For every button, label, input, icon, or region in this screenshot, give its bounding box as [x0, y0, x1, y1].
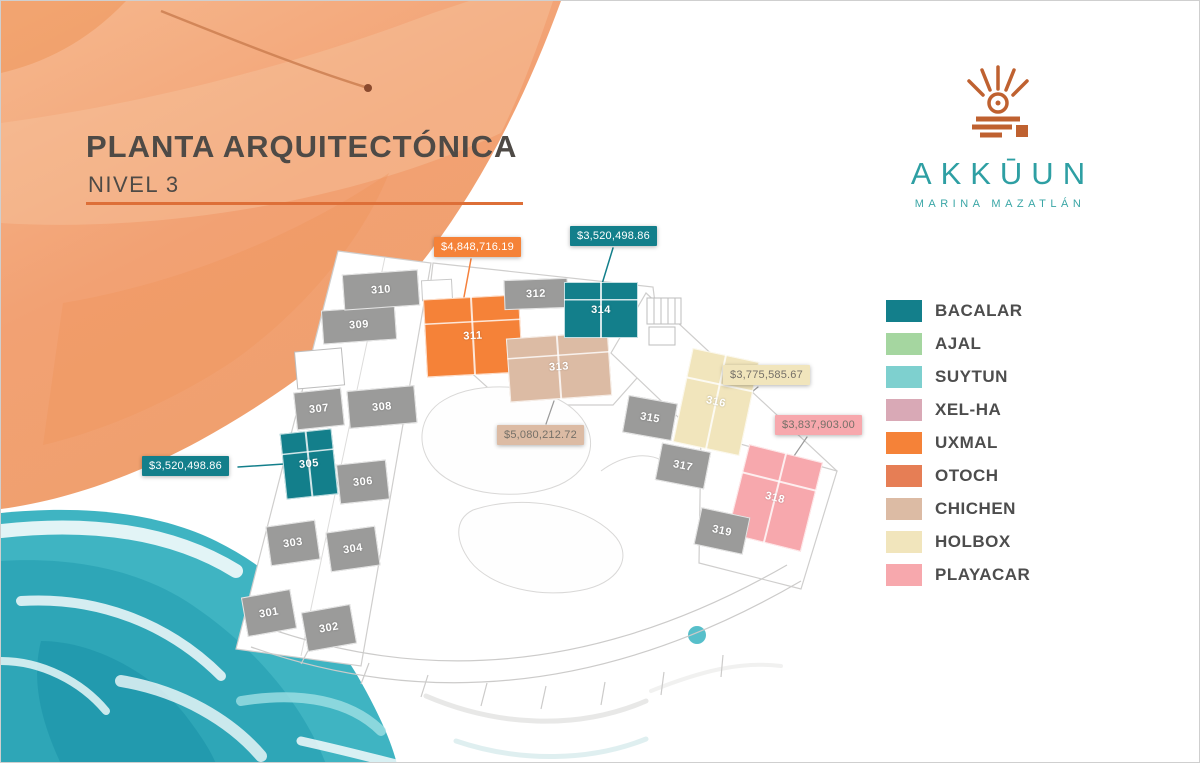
- unit-number: 313: [548, 360, 570, 374]
- legend-label: PLAYACAR: [935, 565, 1031, 584]
- legend-item-holbox: HOLBOX: [886, 531, 1030, 553]
- unit-308: 308: [346, 385, 418, 429]
- legend-item-uxmal: UXMAL: [886, 432, 1030, 454]
- price-tag-unit-305: $3,520,498.86: [142, 456, 229, 476]
- unit-304: 304: [325, 525, 381, 573]
- unit-number: 319: [711, 523, 733, 539]
- price-tag-unit-314: $3,520,498.86: [570, 226, 657, 246]
- unit-303: 303: [265, 519, 321, 567]
- unit-310: 310: [341, 269, 421, 311]
- legend-label: OTOCH: [935, 466, 999, 485]
- brand-tagline: MARINA MAZATLÁN: [914, 198, 1086, 210]
- unit-306: 306: [336, 459, 390, 505]
- legend-label: BACALAR: [935, 301, 1023, 320]
- brand-logo: AKKŪUN MARINA MAZATLÁN: [863, 59, 1133, 210]
- legend-label: SUYTUN: [935, 367, 1008, 386]
- unit-305: 305: [279, 428, 339, 500]
- legend-item-suytun: SUYTUN: [886, 366, 1030, 388]
- legend-label: CHICHEN: [935, 499, 1016, 518]
- unit-312: 312: [503, 277, 569, 311]
- price-tag-unit-318: $3,837,903.00: [775, 415, 862, 435]
- brand-name: AKKŪUN: [910, 156, 1095, 191]
- unit-number: 310: [370, 283, 392, 297]
- color-swatch: [886, 531, 922, 553]
- legend-item-chichen: CHICHEN: [886, 498, 1030, 520]
- color-swatch: [886, 300, 922, 322]
- unit-309: 309: [320, 305, 398, 345]
- unit-number: 317: [672, 458, 694, 474]
- unit-number: 318: [763, 489, 787, 507]
- legend-label: XEL-HA: [935, 400, 1002, 419]
- unit-number: 301: [258, 605, 280, 621]
- color-swatch: [886, 399, 922, 421]
- legend-item-otoch: OTOCH: [886, 465, 1030, 487]
- legend-label: UXMAL: [935, 433, 998, 452]
- unit-number: 314: [591, 304, 611, 316]
- unit-number: 315: [639, 410, 661, 426]
- unit-302: 302: [300, 603, 358, 653]
- unit-number: 306: [352, 474, 374, 490]
- unit-314: 314: [564, 282, 638, 338]
- akkuun-logo-icon: [962, 59, 1034, 148]
- legend-item-bacalar: BACALAR: [886, 300, 1030, 322]
- color-swatch: [886, 333, 922, 355]
- legend-label: HOLBOX: [935, 532, 1011, 551]
- price-tag-unit-313: $5,080,212.72: [497, 425, 584, 445]
- unit-number: 304: [342, 541, 364, 557]
- legend-item-ajal: AJAL: [886, 333, 1030, 355]
- title-underline: [86, 202, 523, 205]
- unit-number: 316: [705, 394, 727, 410]
- unit-307: 307: [293, 387, 345, 431]
- unit-number: 308: [371, 400, 393, 414]
- unit-number: 309: [348, 318, 370, 332]
- color-swatch: [886, 366, 922, 388]
- unit-type-legend: BACALAR AJAL SUYTUN XEL-HA UXMAL OTOCH C…: [886, 300, 1030, 597]
- legend-label: AJAL: [935, 334, 982, 353]
- stair-core-icon: [646, 297, 682, 346]
- price-tag-unit-316: $3,775,585.67: [723, 365, 810, 385]
- page-header: PLANTA ARQUITECTÓNICA NIVEL 3: [86, 129, 517, 198]
- color-swatch: [886, 498, 922, 520]
- unit-number: 307: [308, 401, 330, 417]
- color-swatch: [886, 432, 922, 454]
- legend-item-xel-ha: XEL-HA: [886, 399, 1030, 421]
- unit-301: 301: [240, 588, 298, 638]
- unit-number: 305: [298, 456, 320, 472]
- price-tag-unit-311: $4,848,716.19: [434, 237, 521, 257]
- page-title: PLANTA ARQUITECTÓNICA: [86, 129, 518, 164]
- unit-313: 313: [505, 331, 613, 403]
- unit-number: 312: [525, 287, 547, 301]
- unit-number: 311: [463, 329, 483, 343]
- unit-number: 303: [282, 535, 304, 551]
- page-subtitle: NIVEL 3: [88, 172, 180, 197]
- color-swatch: [886, 564, 922, 586]
- legend-item-playacar: PLAYACAR: [886, 564, 1030, 586]
- unit-number: 302: [318, 620, 340, 636]
- color-swatch: [886, 465, 922, 487]
